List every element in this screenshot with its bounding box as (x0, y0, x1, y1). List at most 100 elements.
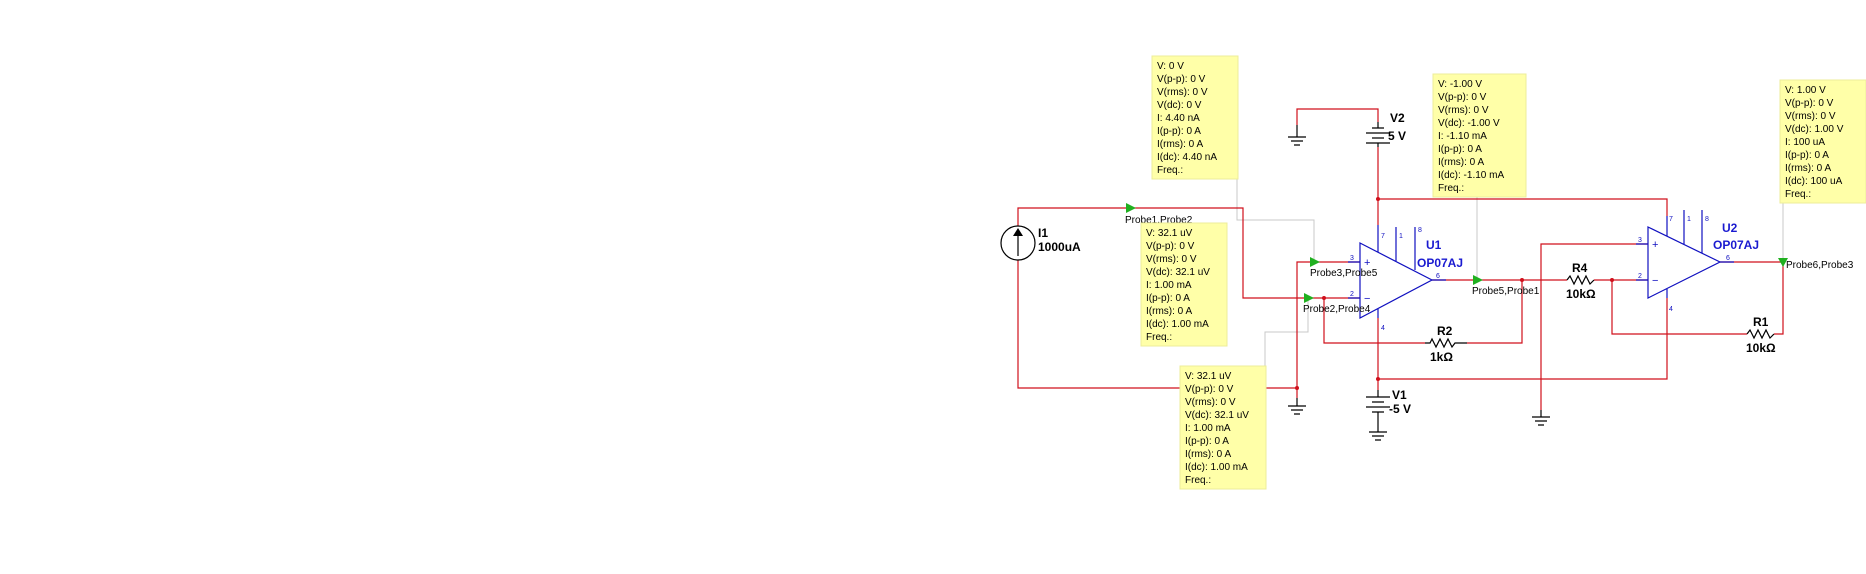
probe-label: Probe1,Probe2 (1125, 215, 1193, 226)
probe-reading: V(p-p): 0 V (1438, 92, 1487, 103)
probe-reading: I(dc): 4.40 nA (1157, 152, 1217, 163)
probe-box-background (1432, 73, 1527, 198)
ground-icon (1288, 125, 1306, 146)
probe-marker[interactable]: Probe2,Probe4 (1303, 293, 1371, 315)
probe-box-input-mid[interactable]: V: 32.1 uVV(p-p): 0 VV(rms): 0 VV(dc): 3… (1140, 222, 1228, 347)
r4-name: R4 (1572, 261, 1588, 275)
pin-label: 4 (1669, 306, 1673, 313)
resistor-r4[interactable]: R4 10kΩ (1566, 261, 1596, 301)
v1-name: V1 (1392, 388, 1407, 402)
current-source-i1[interactable]: I1 1000uA (1000, 225, 1081, 261)
probe-reading: V: -1.00 V (1438, 79, 1482, 90)
pin-label: 8 (1705, 216, 1709, 223)
v2-name: V2 (1390, 111, 1405, 125)
pin-label: 7 (1669, 216, 1673, 223)
probe-reading: V(rms): 0 V (1438, 105, 1489, 116)
pin-label: 4 (1381, 325, 1385, 332)
probe-reading: Freq.: (1785, 189, 1811, 200)
probe-reading: V(p-p): 0 V (1146, 241, 1195, 252)
probe-reading: V(dc): 32.1 uV (1185, 410, 1249, 421)
probe-reading: Freq.: (1185, 475, 1211, 486)
probe-leaders (1236, 179, 1784, 366)
probe-reading: V: 1.00 V (1785, 85, 1826, 96)
i1-name: I1 (1038, 226, 1048, 240)
plus-sign: + (1364, 257, 1370, 269)
wires (1017, 108, 1784, 410)
u2-model: OP07AJ (1713, 238, 1759, 252)
probe-marker[interactable]: Probe1,Probe2 (1125, 203, 1193, 226)
probe-box-u1-output[interactable]: V: -1.00 VV(p-p): 0 VV(rms): 0 VV(dc): -… (1432, 73, 1527, 198)
u1-name: U1 (1426, 238, 1442, 252)
probe-reading: I(rms): 0 A (1438, 157, 1484, 168)
probe-marker[interactable]: Probe3,Probe5 (1310, 257, 1378, 279)
ground-icon (1532, 410, 1550, 426)
probe-reading: V(rms): 0 V (1185, 397, 1236, 408)
pin-label: 2 (1350, 291, 1354, 298)
probe-reading: I(rms): 0 A (1157, 139, 1203, 150)
probe-reading: V(dc): 1.00 V (1785, 124, 1844, 135)
probe-reading: V(rms): 0 V (1157, 87, 1208, 98)
resistor-r1[interactable]: R1 10kΩ (1746, 315, 1776, 355)
r1-name: R1 (1753, 315, 1769, 329)
probe-reading: I(dc): -1.10 mA (1438, 170, 1504, 181)
probe-reading: I: -1.10 mA (1438, 131, 1487, 142)
probe-box-u2-output[interactable]: V: 1.00 VV(p-p): 0 VV(rms): 0 VV(dc): 1.… (1779, 79, 1866, 204)
probe-reading: V: 0 V (1157, 61, 1184, 72)
probe-reading: I(dc): 1.00 mA (1146, 319, 1209, 330)
probe-reading: Freq.: (1438, 183, 1464, 194)
probe-box-input-top[interactable]: V: 0 VV(p-p): 0 VV(rms): 0 VV(dc): 0 VI:… (1151, 55, 1239, 180)
probe-reading: I(dc): 1.00 mA (1185, 462, 1248, 473)
probe-label: Probe6,Probe3 (1786, 260, 1854, 271)
probe-reading: I(dc): 100 uA (1785, 176, 1843, 187)
probe-reading: V(rms): 0 V (1785, 111, 1836, 122)
r2-value: 1kΩ (1430, 350, 1453, 364)
probe-reading: V(dc): 32.1 uV (1146, 267, 1210, 278)
probe-reading: I: 1.00 mA (1146, 280, 1192, 291)
probe-reading: I(rms): 0 A (1146, 306, 1192, 317)
battery-v2[interactable]: V2 5 V (1366, 111, 1406, 147)
junction-nodes (1295, 197, 1614, 390)
i1-value: 1000uA (1038, 240, 1081, 254)
pin-label: 6 (1726, 255, 1730, 262)
probe-box-background (1179, 365, 1267, 490)
battery-v1[interactable]: V1 -5 V (1366, 388, 1411, 420)
probe-marker[interactable]: Probe5,Probe1 (1472, 275, 1540, 297)
u1-model: OP07AJ (1417, 256, 1463, 270)
probe-label: Probe5,Probe1 (1472, 286, 1540, 297)
r1-value: 10kΩ (1746, 341, 1776, 355)
opamp-u1[interactable]: 3 2 6 7 1 8 4 + − U1 OP07AJ (1348, 225, 1463, 332)
probe-reading: V: 32.1 uV (1146, 228, 1193, 239)
pin-label: 1 (1399, 233, 1403, 240)
probe-reading: I(p-p): 0 A (1185, 436, 1229, 447)
probe-reading: V: 32.1 uV (1185, 371, 1232, 382)
probe-reading: I(p-p): 0 A (1785, 150, 1829, 161)
plus-sign: + (1652, 239, 1658, 251)
probe-reading: I(p-p): 0 A (1157, 126, 1201, 137)
probe-reading: I(p-p): 0 A (1438, 144, 1482, 155)
pin-label: 8 (1418, 227, 1422, 234)
probe-reading: I: 100 uA (1785, 137, 1825, 148)
probe-box-background (1151, 55, 1239, 180)
v1-value: -5 V (1389, 402, 1411, 416)
pin-label: 6 (1436, 273, 1440, 280)
probe-reading: I(rms): 0 A (1785, 163, 1831, 174)
probe-label: Probe3,Probe5 (1310, 268, 1378, 279)
opamp-u2[interactable]: 3 2 6 7 1 8 4 + − U2 OP07AJ (1636, 210, 1759, 313)
minus-sign: − (1652, 275, 1658, 287)
u2-name: U2 (1722, 221, 1738, 235)
probe-box-input-bottom[interactable]: V: 32.1 uV V(p-p): 0 V V(rms): 0 V V(dc): 3… (1179, 365, 1267, 490)
probe-box-background (1779, 79, 1866, 204)
probe-marker[interactable]: Probe6,Probe3 (1778, 258, 1854, 271)
probe-reading: I: 4.40 nA (1157, 113, 1200, 124)
probe-reading: V(p-p): 0 V (1185, 384, 1234, 395)
probe-reading: V(p-p): 0 V (1157, 74, 1206, 85)
probe-reading: I(rms): 0 A (1185, 449, 1231, 460)
probe-reading: I(p-p): 0 A (1146, 293, 1190, 304)
probe-reading: Freq.: (1146, 332, 1172, 343)
minus-sign: − (1364, 293, 1370, 305)
probe-label: Probe2,Probe4 (1303, 304, 1371, 315)
v2-value: 5 V (1388, 129, 1406, 143)
probe-readouts: V: 0 VV(p-p): 0 VV(rms): 0 VV(dc): 0 VI:… (1140, 55, 1866, 490)
resistor-r2[interactable]: R2 1kΩ (1425, 324, 1467, 364)
